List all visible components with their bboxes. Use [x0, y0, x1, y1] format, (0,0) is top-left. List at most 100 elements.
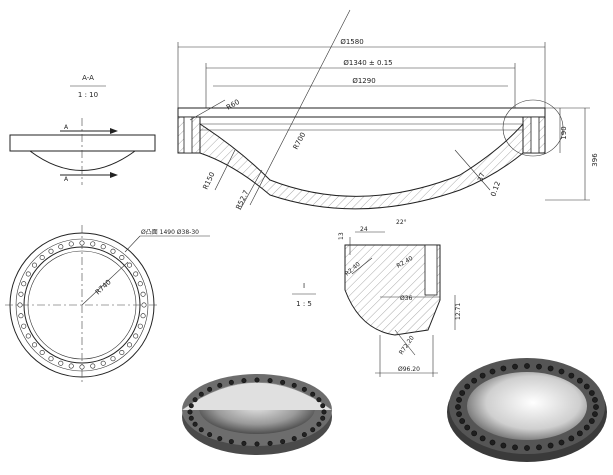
bolt-hole	[500, 442, 507, 449]
bolt-hole	[291, 436, 297, 442]
bolt-hole	[18, 291, 24, 297]
arrow-icon	[110, 128, 118, 134]
bolt-hole	[217, 436, 223, 442]
bolt-hole	[489, 368, 496, 375]
bolt-hole	[455, 404, 461, 410]
bolt-hole	[192, 397, 198, 403]
bolt-hole	[583, 383, 590, 390]
bolt-hole	[547, 365, 554, 372]
bolt-hole	[68, 241, 74, 247]
bolt-hole	[137, 323, 143, 329]
bolt-hole	[140, 291, 146, 297]
dim-radius-r150: R150	[202, 171, 217, 191]
dim-bolt-circle: Ø1340 ± 0.15	[343, 59, 392, 67]
bolt-hole	[32, 342, 38, 348]
bolt-hole	[100, 244, 106, 250]
bolt-hole	[58, 360, 64, 366]
bolt-hole	[310, 391, 316, 397]
bolt-hole	[320, 403, 326, 409]
bolt-hole	[188, 403, 194, 409]
bolt-hole	[48, 248, 54, 254]
bolt-hole	[512, 444, 518, 451]
bolt-hole	[583, 424, 590, 431]
bolt-hole	[500, 365, 507, 372]
bolt-hole	[207, 432, 213, 438]
section-view: Ø1580 Ø1340 ± 0.15 Ø1290 396 190 R700 R6…	[177, 9, 599, 211]
bolt-hole	[316, 421, 322, 427]
bolt-hole	[126, 262, 132, 268]
bolt-hole	[576, 377, 583, 384]
dim-radius-r52: R52.7	[235, 189, 251, 211]
render-flange-top	[447, 358, 607, 462]
bolt-hole	[90, 241, 96, 247]
bolt-hole	[588, 390, 595, 396]
dim-flange-height: 190	[560, 126, 568, 139]
cut-mark-top: A	[64, 124, 69, 131]
bolt-hole	[18, 313, 24, 319]
bolt-hole	[568, 435, 575, 442]
bolt-hole	[267, 378, 273, 384]
bolt-hole	[280, 379, 286, 385]
bolt-hole	[198, 427, 204, 433]
bolt-hole	[489, 439, 496, 446]
bolt-hole	[126, 342, 132, 348]
bolt-hole	[464, 383, 471, 390]
bolt-hole	[547, 442, 554, 449]
bolt-hole	[464, 424, 471, 431]
bolt-hole	[301, 432, 307, 438]
bolt-hole	[320, 415, 326, 421]
bolt-hole	[79, 364, 85, 370]
bolt-hole	[310, 427, 316, 433]
bolt-hole	[241, 378, 247, 384]
bolt-hole	[593, 404, 599, 410]
bolt-hole	[21, 281, 27, 287]
bolt-hole	[301, 386, 307, 392]
bolt-hole	[110, 248, 116, 254]
cut-mark-bottom: A	[64, 176, 69, 183]
dim-height-12: 12.71	[455, 303, 462, 320]
dim-total-height: 396	[591, 153, 599, 167]
bolt-hole	[456, 396, 462, 403]
bolt-hole	[479, 435, 486, 442]
bolt-hole	[90, 363, 96, 369]
section-label: A-A 1 : 10	[70, 74, 106, 99]
bolt-hole	[524, 363, 530, 369]
bolt-hole	[592, 396, 598, 403]
bolt-hole	[133, 333, 139, 339]
bolt-hole	[25, 271, 31, 277]
dim-thickness: 37	[476, 172, 487, 183]
bolt-hole	[321, 409, 327, 415]
bolt-hole	[568, 372, 575, 379]
render-bolt-holes	[187, 377, 327, 447]
bolt-hole	[456, 411, 462, 418]
dim-diameter-36: Ø36	[400, 295, 413, 302]
bolt-hole	[479, 372, 486, 379]
side-view: A A	[9, 118, 156, 185]
detail-scale-text: 1 : 5	[296, 300, 312, 308]
dim-angle-note: 0.12	[489, 180, 502, 197]
bolt-hole	[137, 281, 143, 287]
bolt-hole	[48, 356, 54, 362]
bolt-hole	[280, 439, 286, 445]
bolt-hole	[217, 382, 223, 388]
bolt-hole	[21, 323, 27, 329]
dim-sphere-radius: R700	[292, 131, 308, 151]
bolt-hole	[241, 440, 247, 446]
dim-diameter-96: Ø96.20	[398, 366, 420, 373]
bolt-hole	[471, 430, 478, 437]
bolt-hole	[207, 386, 213, 392]
dim-outer-diameter: Ø1580	[340, 38, 363, 46]
bolt-hole	[512, 363, 518, 370]
bolt-hole	[558, 439, 565, 446]
bolt-hole	[17, 302, 23, 308]
bolt-hole	[254, 441, 260, 447]
bolt-hole	[254, 377, 260, 383]
bolt-hole	[188, 415, 194, 421]
bolt-hole	[588, 418, 595, 424]
bolt-hole	[592, 411, 598, 418]
bolt-hole	[68, 363, 74, 369]
bolt-hole	[576, 430, 583, 437]
bolt-hole	[140, 313, 146, 319]
bolt-hole	[536, 363, 542, 370]
